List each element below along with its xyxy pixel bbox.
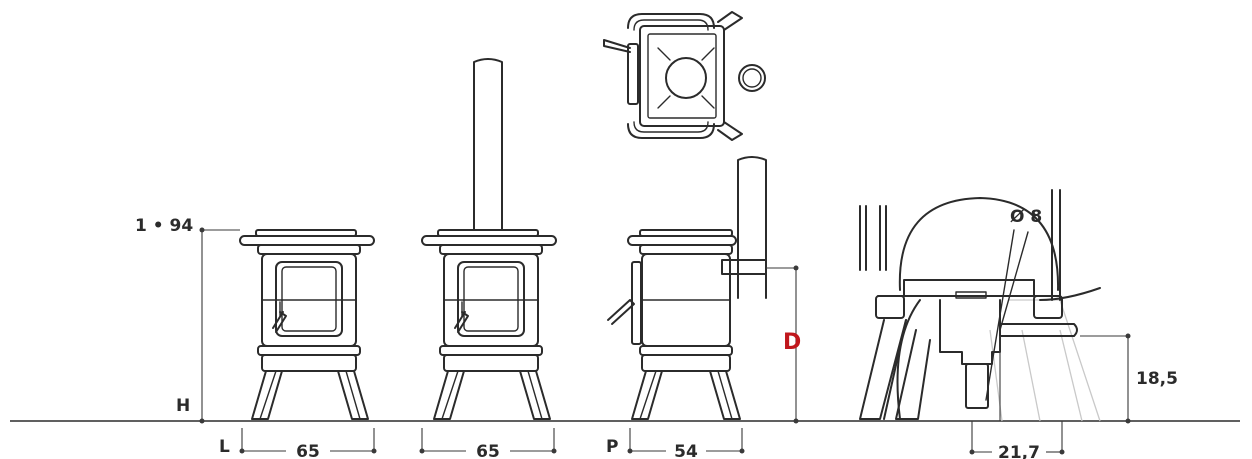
flue-height-letter: D: [783, 330, 801, 355]
width-dimension-1: [239, 428, 377, 454]
depth-dimension: [627, 428, 745, 454]
stove-front-view-2: [421, 58, 557, 420]
height-dimension: [199, 227, 240, 424]
door-handle-icon: [272, 301, 287, 333]
stove-front-view-1: [239, 229, 375, 420]
diameter-label: Ø 8: [1010, 207, 1042, 227]
outlet-height-dimension: [1080, 333, 1131, 424]
width-letter-label: L: [219, 437, 230, 457]
depth-letter-label: P: [606, 437, 618, 457]
width-value-1: 65: [296, 442, 320, 459]
stove-side-view: [607, 156, 767, 420]
depth-value: 54: [674, 442, 698, 459]
height-letter-label: H: [176, 396, 190, 416]
door-handle-icon: [454, 301, 469, 333]
height-top-label: 1 • 94: [135, 216, 193, 236]
outlet-offset-label: 21,7: [998, 443, 1040, 459]
width-value-2: 65: [476, 442, 500, 459]
door-handle-icon: [603, 39, 631, 53]
outlet-offset-dimension: [969, 421, 1065, 455]
flue-height-dimension: [766, 265, 799, 424]
stove-top-view: [603, 11, 766, 141]
flue-outlet-section: [859, 189, 1101, 422]
door-handle-icon: [607, 299, 635, 325]
width-dimension-2: [419, 428, 557, 454]
outlet-height-label: 18,5: [1136, 369, 1178, 389]
